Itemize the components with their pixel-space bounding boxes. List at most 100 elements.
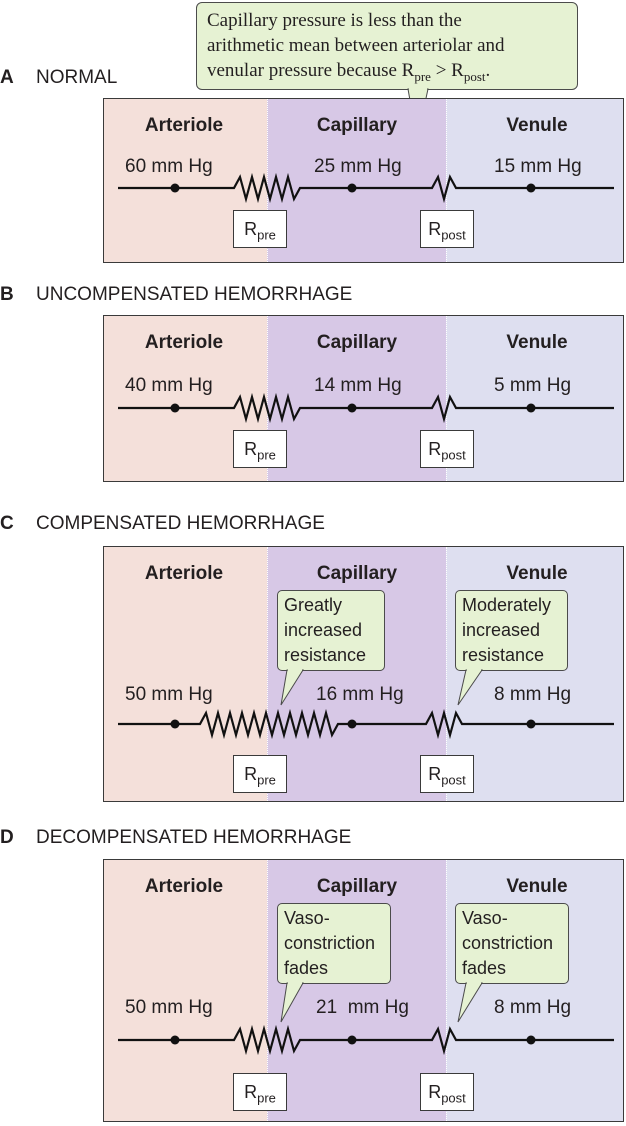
callout-pre-vasoconstriction: Vaso- constriction fades — [277, 903, 391, 984]
resistance-circuit — [118, 392, 614, 424]
r-post-box: Rpost — [420, 755, 474, 793]
venule-label: Venule — [506, 332, 568, 353]
callout-line: fades — [462, 958, 507, 978]
r-symbol: R — [428, 219, 442, 239]
arteriole-label: Arteriole — [144, 115, 224, 136]
r-subscript: post — [441, 227, 466, 243]
panel-normal: Arteriole Capillary Venule 60 mm Hg 25 m… — [103, 98, 624, 263]
node-dot — [347, 183, 357, 193]
callout-line: Vaso- — [462, 908, 508, 928]
panel-title: DECOMPENSATED HEMORRHAGE — [36, 827, 352, 848]
panel-letter: A — [0, 67, 14, 88]
capillary-pressure: 14 mm Hg — [314, 375, 402, 396]
r-pre-box: Rpre — [233, 1073, 287, 1111]
panel-title: NORMAL — [36, 67, 118, 88]
panel-heading-b: B UNCOMPENSATED HEMORRHAGE — [0, 284, 352, 310]
callout-line: Greatly — [284, 595, 343, 615]
note-text: . — [485, 60, 491, 81]
capillary-zone — [267, 316, 446, 481]
r-subscript: post — [441, 1090, 466, 1106]
panel-decompensated: Arteriole Capillary Venule Vaso- constri… — [103, 859, 624, 1122]
resistance-circuit — [118, 982, 614, 1056]
node-dot — [347, 403, 357, 413]
r-symbol: R — [428, 439, 442, 459]
callout-line: resistance — [284, 645, 367, 665]
panel-title: COMPENSATED HEMORRHAGE — [36, 513, 325, 534]
r-subscript: pre — [257, 1090, 276, 1106]
capillary-pressure: 21 mm Hg — [316, 997, 409, 1018]
r-symbol: R — [428, 1082, 442, 1102]
callout-line: fades — [284, 958, 329, 978]
node-dot — [526, 403, 536, 413]
zone-divider — [267, 860, 268, 1121]
panel-compensated: Arteriole Capillary Venule Greatly incre… — [103, 546, 624, 802]
arteriole-pressure: 60 mm Hg — [125, 156, 213, 177]
node-dot — [526, 183, 536, 193]
arteriole-pressure: 50 mm Hg — [125, 684, 213, 705]
panel-title: UNCOMPENSATED HEMORRHAGE — [36, 284, 353, 305]
r-symbol: R — [244, 1082, 258, 1102]
r-symbol: R — [244, 439, 258, 459]
panel-letter: D — [0, 827, 14, 848]
r-subscript: pre — [257, 772, 276, 788]
resistance-circuit — [118, 172, 614, 204]
r-subscript: post — [441, 447, 466, 463]
arteriole-pressure: 50 mm Hg — [125, 997, 213, 1018]
capillary-label: Capillary — [316, 332, 398, 353]
venule-pressure: 15 mm Hg — [494, 156, 582, 177]
zone-divider — [446, 860, 447, 1121]
zone-divider — [446, 99, 447, 262]
node-dot — [170, 719, 180, 729]
callout-line: increased — [462, 620, 541, 640]
node-dot — [347, 719, 357, 729]
callout-pointer — [457, 982, 483, 1023]
callout-pre-resistance: Greatly increased resistance — [277, 590, 385, 671]
callout-line: Vaso- — [284, 908, 330, 928]
callout-line: resistance — [462, 645, 545, 665]
venule-label: Venule — [506, 876, 568, 897]
r-post-box: Rpost — [420, 430, 474, 468]
node-dot — [526, 1035, 536, 1045]
r-symbol: R — [244, 764, 258, 784]
capillary-label: Capillary — [316, 876, 398, 897]
panel-uncompensated: Arteriole Capillary Venule 40 mm Hg 14 m… — [103, 315, 624, 482]
capillary-pressure: 16 mm Hg — [316, 684, 404, 705]
venule-zone — [446, 316, 623, 481]
venule-pressure: 8 mm Hg — [494, 997, 572, 1018]
callout-line: increased — [284, 620, 363, 640]
note-line: arithmetic mean between arteriolar and — [207, 35, 505, 56]
resistance-circuit — [118, 669, 614, 740]
callout-line: constriction — [284, 933, 376, 953]
venule-zone — [446, 99, 623, 262]
callout-line: Moderately — [462, 595, 552, 615]
venule-label: Venule — [506, 115, 568, 136]
capillary-pressure: 25 mm Hg — [314, 156, 402, 177]
zone-divider — [267, 316, 268, 481]
capillary-zone — [267, 99, 446, 262]
zone-divider — [267, 547, 268, 801]
callout-pointer — [280, 982, 304, 1023]
capillary-label: Capillary — [316, 563, 398, 584]
callout-post-resistance: Moderately increased resistance — [455, 590, 568, 671]
node-dot — [170, 1035, 180, 1045]
r-symbol: R — [244, 219, 258, 239]
r-pre-box: Rpre — [233, 755, 287, 793]
arteriole-pressure: 40 mm Hg — [125, 375, 213, 396]
arteriole-label: Arteriole — [144, 563, 224, 584]
zone-divider — [446, 316, 447, 481]
note-line: Capillary pressure is less than the — [207, 10, 462, 31]
panel-letter: B — [0, 284, 14, 305]
r-subscript: pre — [257, 227, 276, 243]
note-text: venular pressure because R — [207, 60, 415, 81]
node-dot — [170, 403, 180, 413]
venule-pressure: 5 mm Hg — [494, 375, 572, 396]
note-line: venular pressure because Rpre > Rpost. — [207, 58, 567, 89]
note-subscript: pre — [414, 68, 431, 84]
r-post-box: Rpost — [420, 1073, 474, 1111]
zone-divider — [446, 547, 447, 801]
callout-line: constriction — [462, 933, 554, 953]
node-dot — [170, 183, 180, 193]
callout-pointer — [280, 669, 304, 706]
callout-pointer — [457, 669, 483, 706]
